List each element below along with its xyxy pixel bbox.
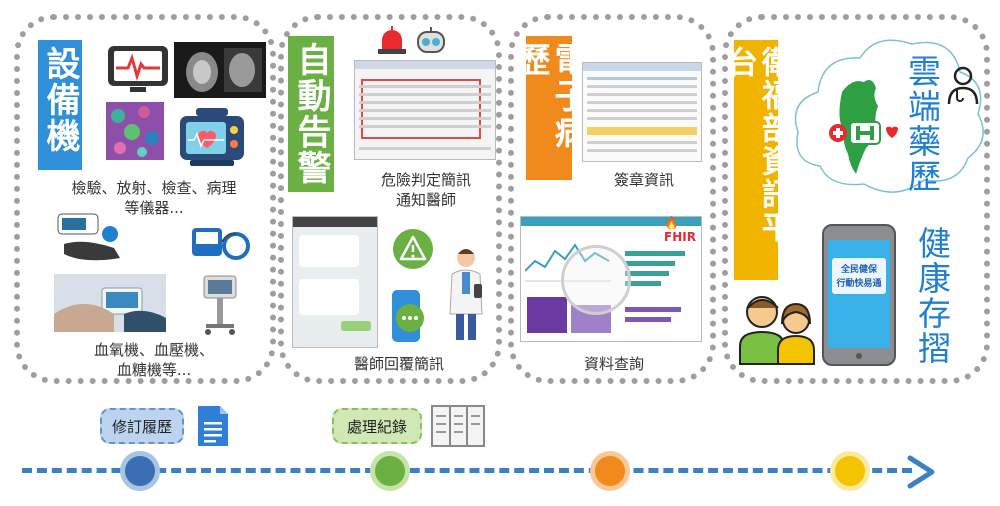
alert-caption-top: 危險判定簡訊 通知醫師 <box>380 171 471 210</box>
robot-icon <box>414 26 448 56</box>
devices-caption-bottom: 血氧機、血壓機、 血糖機等... <box>93 341 214 380</box>
timeline-node-1 <box>120 451 160 491</box>
warning-icon <box>392 228 434 270</box>
signature-info-screenshot <box>582 62 702 162</box>
flame-icon: 🔥 <box>664 216 679 230</box>
panel-title-mohw: 衛福部資訊平台 <box>721 40 792 280</box>
panel-emr: 電子病歷 簽章資訊 🔥FHIR 資料查詢 <box>508 14 716 384</box>
timeline-line <box>22 468 912 473</box>
emr-caption-bottom: 資料查詢 <box>583 355 644 373</box>
radiology-image <box>174 42 266 98</box>
ecg-monitor-icon <box>106 44 170 94</box>
health-passbook-title: 健康存摺 <box>912 226 952 366</box>
home-measurement-photo <box>54 274 166 332</box>
revision-history-tag: 修訂履歷 <box>100 408 184 444</box>
document-icon <box>196 404 230 448</box>
blood-pressure-monitor-icon <box>190 218 252 266</box>
devices-caption-top: 檢驗、放射、檢查、病理 等儀器... <box>71 179 237 218</box>
fhir-logo: 🔥FHIR <box>664 216 710 244</box>
family-icon <box>736 290 820 366</box>
panel-title-emr: 電子病歷 <box>510 36 588 180</box>
doctor-avatar-icon <box>946 64 980 106</box>
records-book-icon <box>430 404 486 448</box>
nhi-logo-icon <box>828 118 898 148</box>
processing-records-tag: 處理紀錄 <box>332 408 422 444</box>
pulse-oximeter-icon <box>54 210 130 266</box>
timeline-node-4 <box>830 451 870 491</box>
sms-chat-screenshot <box>292 216 378 348</box>
medical-cart-icon <box>198 272 242 336</box>
app-label-line2: 行動快易通 <box>836 279 882 289</box>
panel-alert: 自動告警 危險判定簡訊 通知醫師 <box>278 14 502 384</box>
pathology-image <box>106 102 164 160</box>
app-label-line1: 全民健保 <box>840 265 877 275</box>
doctor-icon <box>444 244 488 344</box>
emr-caption-top: 簽章資訊 <box>613 171 674 189</box>
patient-monitor-icon <box>176 106 248 172</box>
timeline-node-3 <box>590 451 630 491</box>
cloud-medication-title: 雲端藥歷 <box>902 54 942 194</box>
alert-rules-screenshot <box>354 60 496 160</box>
siren-icon <box>374 26 410 54</box>
panel-devices: 設備機 <box>14 14 276 384</box>
fhir-label: FHIR <box>664 230 696 244</box>
chat-phone-icon <box>388 288 428 346</box>
panel-mohw: 衛福部資訊平台 雲端藥歷 健康存摺 <box>721 14 990 384</box>
panel-title-devices: 設備機 <box>38 40 82 170</box>
timeline-node-2 <box>370 451 410 491</box>
alert-caption-bottom: 醫師回覆簡訊 <box>353 355 444 373</box>
panel-title-alert: 自動告警 <box>288 36 334 192</box>
data-query-dashboard <box>520 216 702 342</box>
smartphone-app: 全民健保 行動快易通 <box>822 224 896 366</box>
